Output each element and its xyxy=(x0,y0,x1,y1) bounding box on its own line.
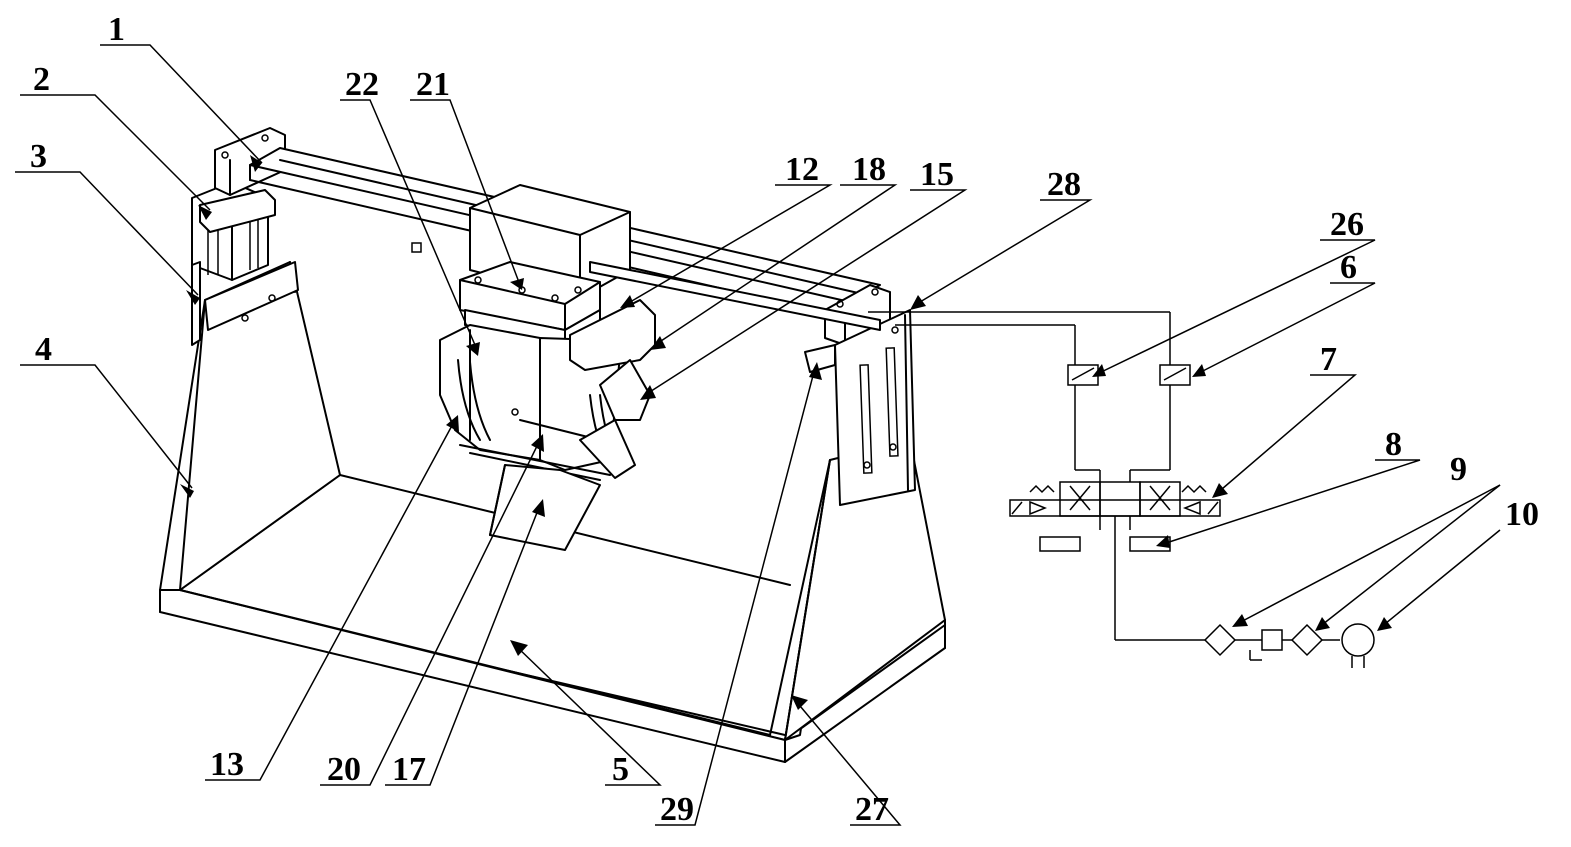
callout-4: 4 xyxy=(35,331,52,368)
callout-18: 18 xyxy=(852,151,886,188)
pressure-regulator xyxy=(1262,630,1282,650)
callout-2: 2 xyxy=(33,61,50,98)
callout-21: 21 xyxy=(416,66,450,103)
callout-8: 8 xyxy=(1385,426,1402,463)
callout-27: 27 xyxy=(855,791,889,828)
callout-5: 5 xyxy=(612,751,629,788)
callout-15: 15 xyxy=(920,156,954,193)
callout-9: 9 xyxy=(1450,451,1467,488)
left-support-plate xyxy=(160,262,340,590)
right-slide-plate xyxy=(805,310,915,505)
callout-29: 29 xyxy=(660,791,694,828)
callout-20: 20 xyxy=(327,751,361,788)
callout-3: 3 xyxy=(30,138,47,175)
filter-9 xyxy=(1205,625,1235,655)
solenoid-valve-7 xyxy=(1010,482,1220,516)
callout-13: 13 xyxy=(210,746,244,783)
callout-7: 7 xyxy=(1320,341,1337,378)
callout-17: 17 xyxy=(392,751,426,788)
callout-6: 6 xyxy=(1340,249,1357,286)
callout-12: 12 xyxy=(785,151,819,188)
callout-22: 22 xyxy=(345,66,379,103)
callout-28: 28 xyxy=(1047,166,1081,203)
muffler-left xyxy=(1040,537,1080,551)
air-pump-10 xyxy=(1342,624,1374,656)
callout-10: 10 xyxy=(1505,496,1539,533)
callout-26: 26 xyxy=(1330,206,1364,243)
callout-1: 1 xyxy=(108,11,125,48)
